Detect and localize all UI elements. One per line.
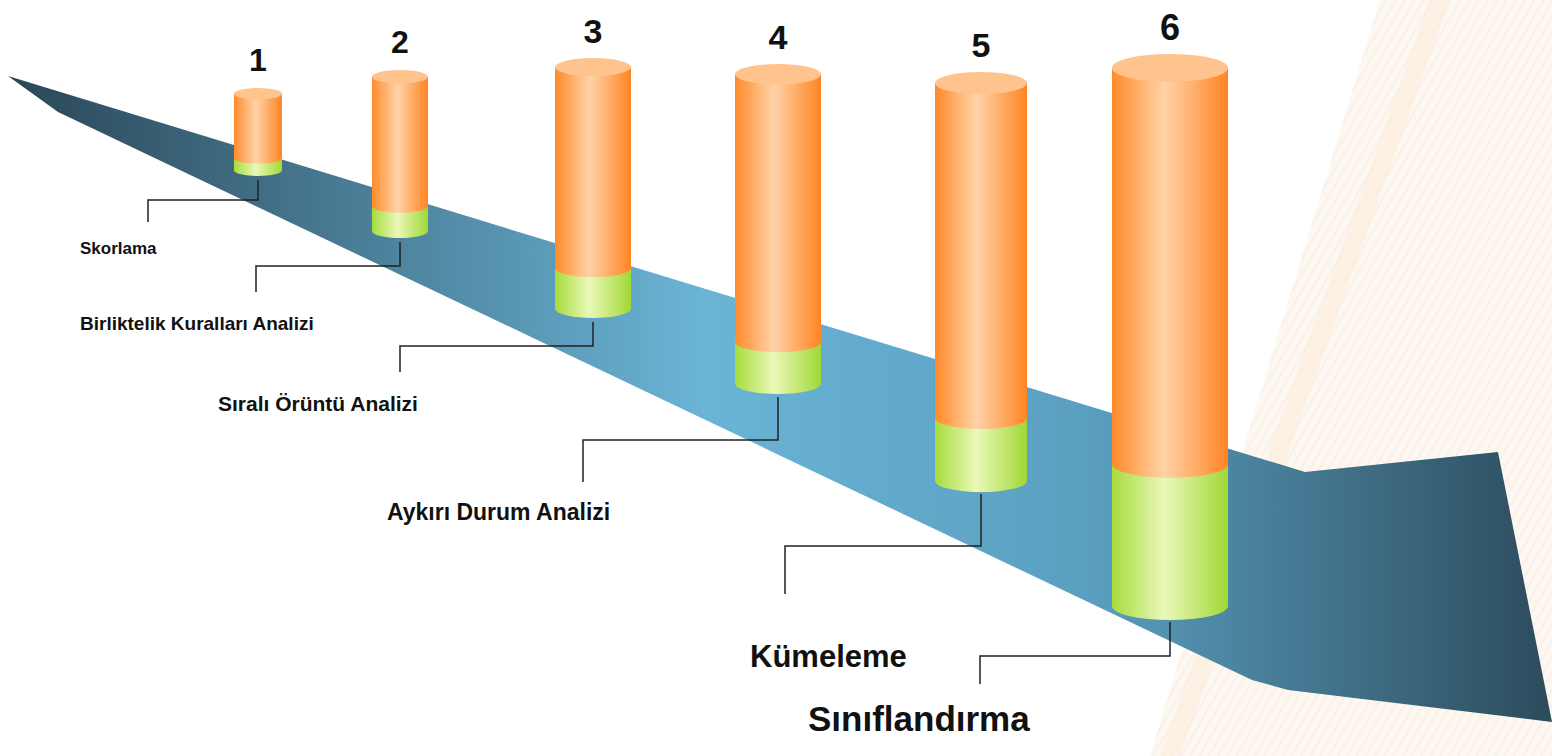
step-label: Sınıflandırma — [808, 700, 1030, 739]
cylinder-shape — [735, 64, 821, 396]
cylinder-node: 3 — [555, 14, 631, 318]
cylinder-shape — [935, 72, 1027, 494]
cylinder-body — [1112, 68, 1228, 464]
step-label: Skorlama — [80, 240, 157, 259]
cylinder-node: 5 — [935, 28, 1027, 492]
cylinder-body — [555, 67, 631, 268]
cylinder-top — [372, 70, 428, 83]
step-label: Aykırı Durum Analizi — [387, 500, 610, 525]
step-label: Birliktelik Kuralları Analizi — [80, 314, 314, 335]
cylinder-body — [234, 94, 282, 158]
cylinder-shape — [555, 58, 631, 320]
leader-line — [400, 322, 593, 372]
cylinder-node: 1 — [234, 44, 282, 176]
cylinder-body — [735, 74, 821, 342]
leader-line — [148, 180, 258, 222]
step-label: Sıralı Örüntü Analizi — [218, 392, 418, 415]
cylinder-top — [735, 64, 821, 85]
cylinder-body — [372, 77, 428, 206]
cylinder-base — [1112, 464, 1228, 606]
cylinder-shape — [1112, 54, 1228, 622]
cylinder-shape — [372, 70, 428, 240]
cylinder-top — [555, 58, 631, 76]
callout-number: 6 — [1112, 10, 1228, 46]
leader-line — [980, 622, 1170, 684]
cylinder-top — [234, 88, 282, 100]
callout-number: 5 — [935, 28, 1027, 62]
cylinder-shape — [234, 88, 282, 178]
cylinder-top — [935, 72, 1027, 94]
cylinder-node: 2 — [372, 26, 428, 238]
callout-number: 1 — [234, 44, 282, 76]
cylinder-top — [1112, 54, 1228, 82]
cylinder-node: 6 — [1112, 10, 1228, 620]
callout-number: 2 — [372, 26, 428, 58]
callout-number: 4 — [735, 20, 821, 54]
step-label: Kümeleme — [750, 640, 907, 674]
cylinder-node: 4 — [735, 20, 821, 394]
leader-line — [583, 397, 778, 482]
leader-line — [256, 242, 400, 292]
callout-number: 3 — [555, 14, 631, 48]
leader-line — [785, 494, 981, 594]
cylinder-body — [935, 83, 1027, 418]
